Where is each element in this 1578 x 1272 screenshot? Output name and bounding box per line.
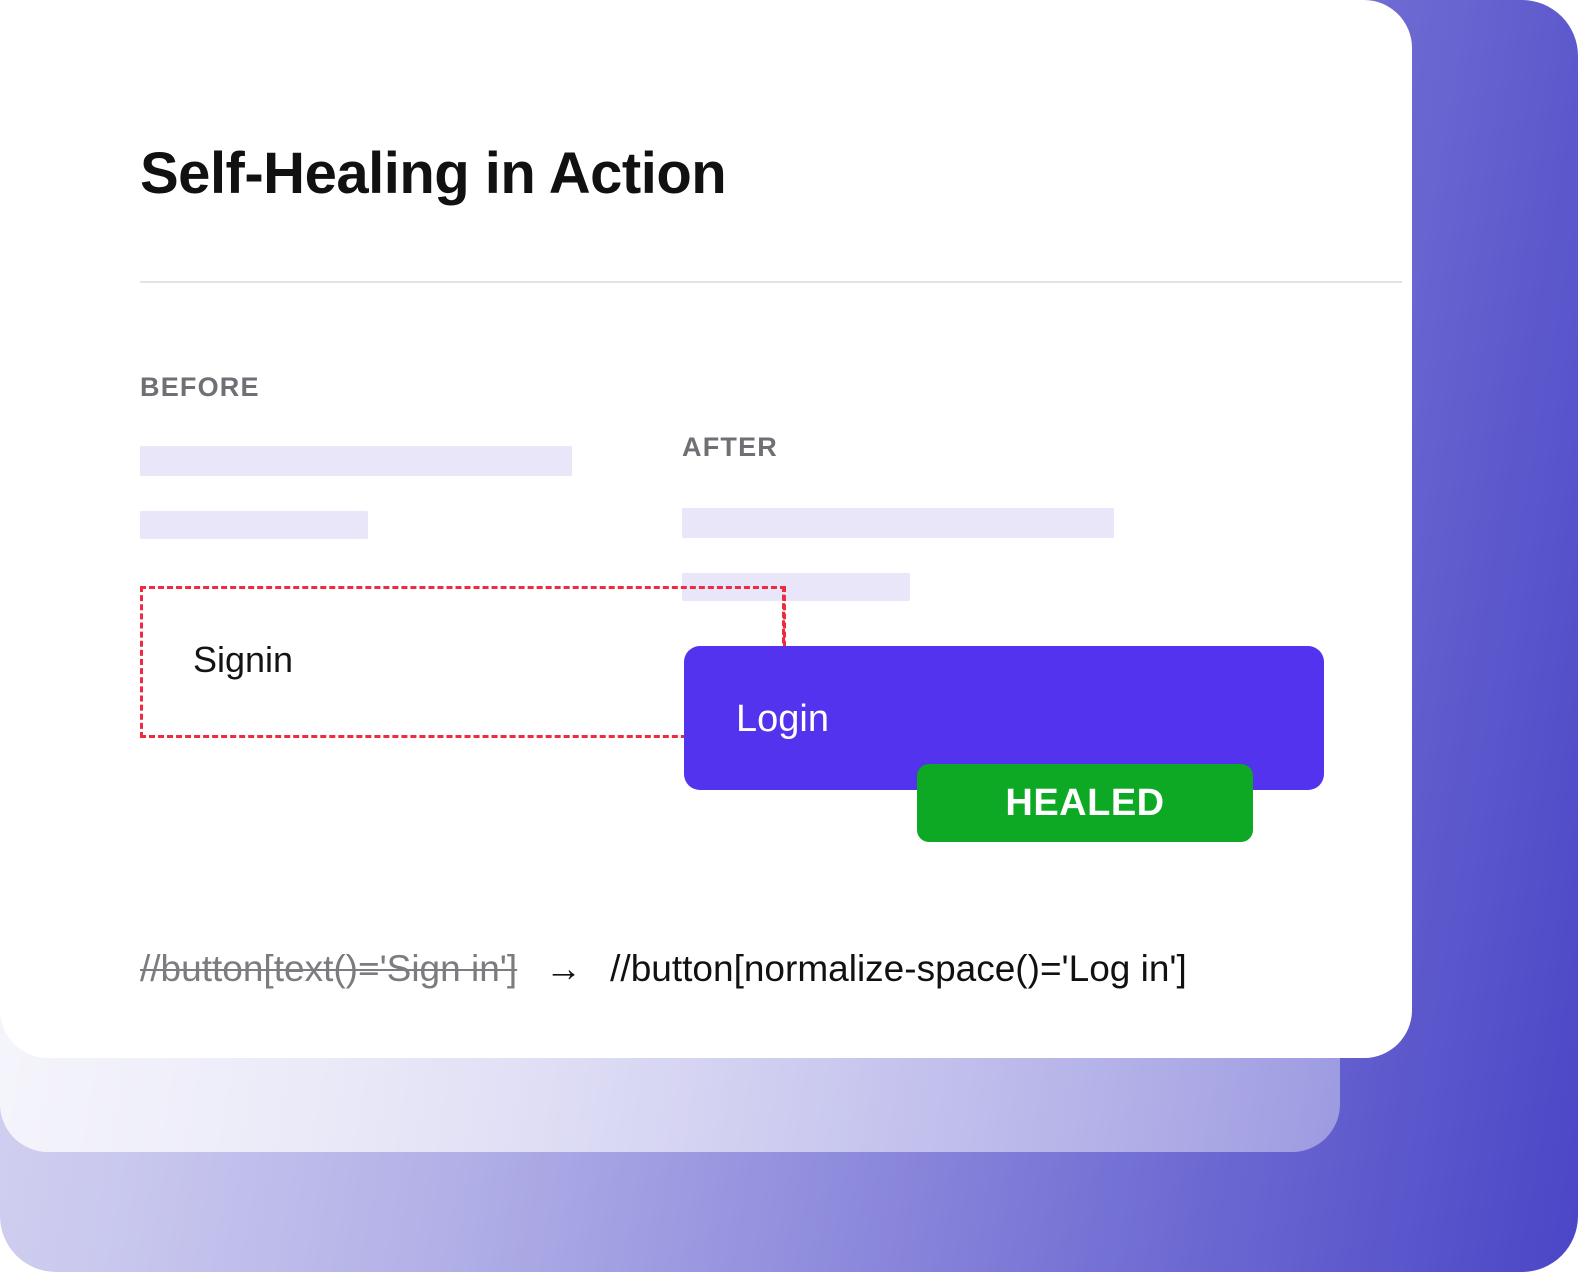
- self-healing-card: Self-Healing in Action BEFORE AFTER Sign…: [140, 141, 1402, 990]
- before-placeholder-bar-2: [140, 511, 368, 539]
- healing-connector-line: [782, 586, 785, 652]
- page-title: Self-Healing in Action: [140, 141, 727, 206]
- after-column-label: AFTER: [682, 432, 778, 462]
- healed-badge-label: HEALED: [1005, 781, 1165, 824]
- healed-status-badge: HEALED: [917, 764, 1253, 842]
- old-xpath-selector: //button[text()='Sign in']: [140, 948, 518, 989]
- before-placeholder-bar-1: [140, 446, 572, 476]
- title-divider: [140, 281, 1402, 283]
- after-placeholder-bar-1: [682, 508, 1114, 538]
- login-button-label: Login: [736, 698, 829, 740]
- before-column-label: BEFORE: [140, 372, 260, 402]
- arrow-right-icon: →: [545, 948, 583, 989]
- selector-migration-row: //button[text()='Sign in'] → //button[no…: [140, 948, 1187, 990]
- before-button-label[interactable]: Signin: [193, 639, 294, 680]
- new-xpath-selector: //button[normalize-space()='Log in']: [610, 948, 1187, 989]
